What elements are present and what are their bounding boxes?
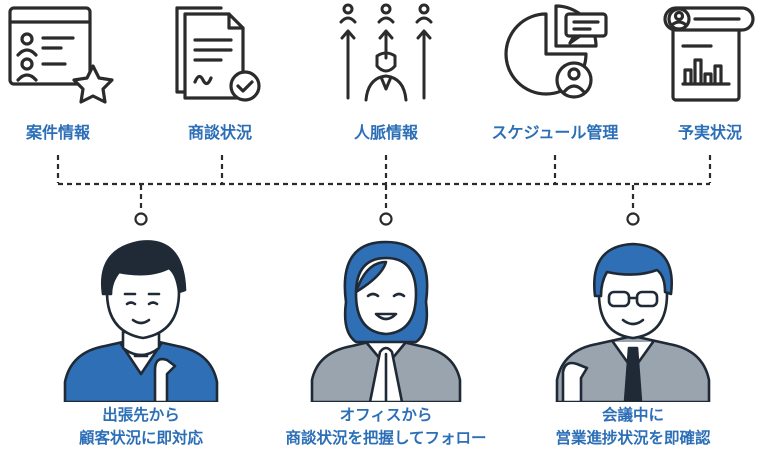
woman-office-icon [310,240,462,404]
feature-label: 人脈情報 [353,123,418,142]
document-check-icon [175,6,261,102]
caption-line: 顧客状況に即対応 [78,429,203,447]
report-chart-icon [663,6,755,102]
person-illustration [63,232,223,406]
caption-line: 商談状況を把握してフォロー [285,429,487,447]
caption-line: 会議中に [601,406,664,424]
feature-item: 予実状況 [635,0,768,150]
feature-item: 人脈情報 [311,0,461,150]
feature-label: 予実状況 [677,123,742,142]
caption-line: 営業進捗状況を即確認 [555,429,711,447]
node-circle [379,212,393,226]
user-list-star-icon [8,6,114,104]
businessman-thinking-icon [63,240,219,404]
feature-item: スケジュール管理 [480,0,630,150]
person-caption: オフィスから 商談状況を把握してフォロー [256,404,516,450]
node-circle [134,212,148,226]
caption-line: オフィスから [339,406,433,424]
feature-label: 案件情報 [25,123,90,142]
feature-item: 案件情報 [0,0,133,150]
network-people-icon [339,3,433,102]
person-illustration [306,232,466,406]
caption-line: 出張先から [102,406,180,424]
feature-label: 商談状況 [187,123,252,142]
person-illustration [553,232,713,406]
person-caption: 会議中に 営業進捗状況を即確認 [503,404,763,450]
feature-label: スケジュール管理 [491,123,619,142]
person-caption: 出張先から 顧客状況に即対応 [11,404,271,450]
node-circle [626,212,640,226]
man-glasses-icon [555,242,711,404]
pie-chat-person-icon [504,4,608,99]
feature-item: 商談状況 [145,0,295,150]
